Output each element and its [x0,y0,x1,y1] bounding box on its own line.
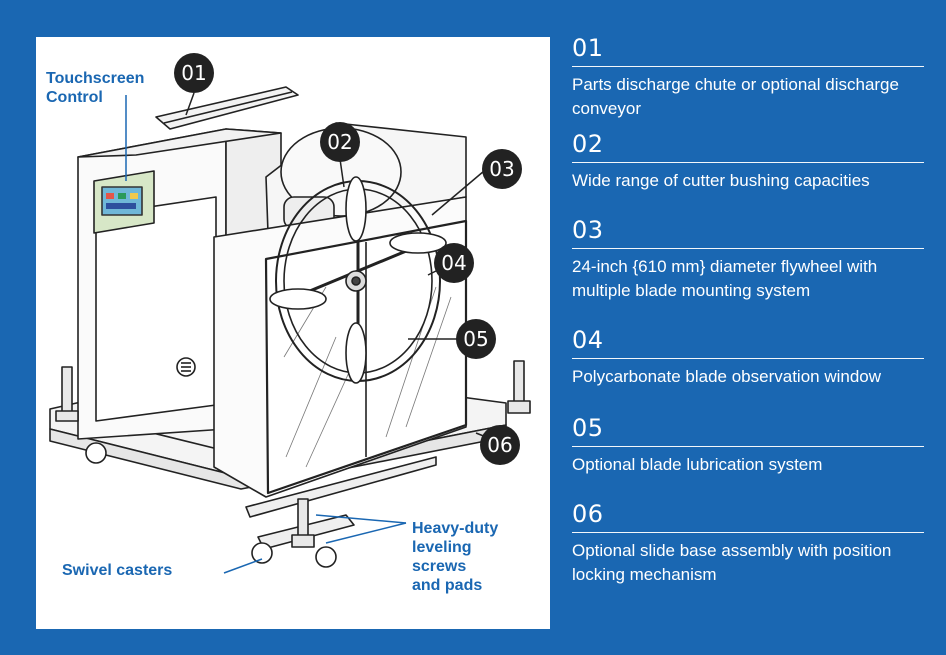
feature-item-04: 04 Polycarbonate blade observation windo… [572,325,924,413]
divider [572,162,924,163]
divider [572,446,924,447]
feature-number: 01 [572,34,604,62]
feature-number: 05 [572,414,604,442]
feature-item-01: 01 Parts discharge chute or optional dis… [572,33,924,129]
badge-label-03: 03 [489,157,514,181]
divider [572,358,924,359]
feature-number: 04 [572,326,604,354]
badge-04 [434,243,474,283]
badge-01 [174,53,214,93]
badge-label-01: 01 [181,61,206,85]
feature-description: 24-inch {610 mm} diameter flywheel with … [572,257,878,300]
badge-06 [480,425,520,465]
badge-label-06: 06 [487,433,512,457]
feature-description: Wide range of cutter bushing capacities [572,171,870,190]
swivel-casters-callout: Swivel casters [62,562,173,579]
feature-description: Optional slide base assembly with positi… [572,541,892,584]
feature-number: 06 [572,500,604,528]
feature-item-06: 06 Optional slide base assembly with pos… [572,499,924,609]
divider [572,66,924,67]
feature-description: Polycarbonate blade observation window [572,367,882,386]
badge-02 [320,122,360,162]
divider [572,532,924,533]
badge-label-05: 05 [463,327,488,351]
badge-label-04: 04 [441,251,466,275]
badge-03 [482,149,522,189]
feature-list: 01 Parts discharge chute or optional dis… [572,33,924,609]
feature-item-03: 03 24-inch {610 mm} diameter flywheel wi… [572,215,924,325]
leveling-screws-callout: Heavy-duty leveling screws and pads [412,520,499,594]
touchscreen-control-callout: Touchscreen Control [46,70,145,106]
feature-description: Parts discharge chute or optional discha… [572,75,899,118]
feature-number: 02 [572,130,604,158]
feature-item-05: 05 Optional blade lubrication system [572,413,924,499]
badge-label-02: 02 [327,130,352,154]
feature-number: 03 [572,216,604,244]
machine-illustration: 01 02 03 04 05 06 [49,53,531,574]
divider [572,248,924,249]
badge-05 [456,319,496,359]
feature-item-02: 02 Wide range of cutter bushing capaciti… [572,129,924,215]
feature-description: Optional blade lubrication system [572,455,823,474]
machine-illustration-panel: 01 02 03 04 05 06 Touchscreen Control Sw… [36,37,550,629]
